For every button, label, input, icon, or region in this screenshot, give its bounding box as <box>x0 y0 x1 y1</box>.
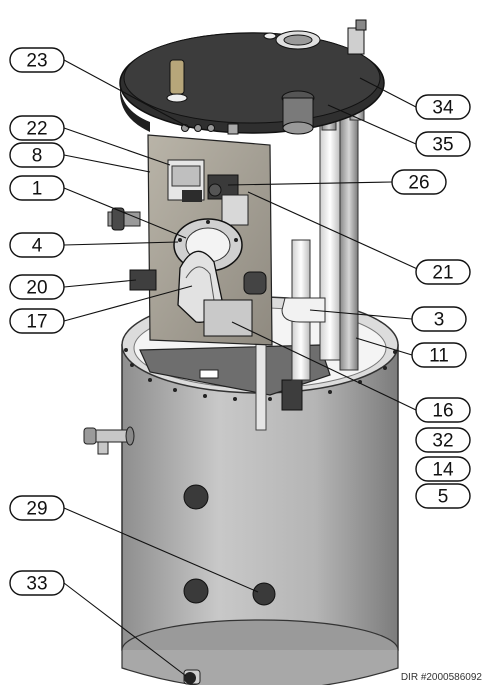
callout-bubble <box>411 306 467 332</box>
leader-lines <box>63 59 425 677</box>
callout-bubble <box>411 342 467 368</box>
callout-33: 33 <box>9 570 65 596</box>
callout-bubble <box>9 142 65 168</box>
upper-port-hole <box>183 484 209 510</box>
callout-bubble <box>415 427 471 453</box>
callout-21: 21 <box>415 259 471 285</box>
callout-bubble <box>9 308 65 334</box>
callout-bubble <box>415 456 471 482</box>
callout-34: 34 <box>415 94 471 120</box>
drain-valve <box>183 669 201 685</box>
callout-bubble <box>9 570 65 596</box>
callout-20: 20 <box>9 274 65 300</box>
callout-3: 3 <box>411 306 467 332</box>
callout-23: 23 <box>9 47 65 73</box>
tank-side-fitting <box>83 426 135 455</box>
callout-26: 26 <box>391 169 447 195</box>
callout-label: 29 <box>26 499 47 520</box>
callout-32: 32 <box>415 427 471 453</box>
callout-label: 33 <box>26 574 47 595</box>
lower-port-hole <box>183 578 209 604</box>
callout-35: 35 <box>415 131 471 157</box>
callout-5: 5 <box>415 483 471 509</box>
callout-label: 11 <box>429 346 449 367</box>
document-id: DIR #2000586092 <box>401 672 483 683</box>
callout-bubble <box>9 274 65 300</box>
callout-label: 3 <box>434 310 445 331</box>
callout-16: 16 <box>415 397 471 423</box>
callout-label: 14 <box>432 460 454 481</box>
callout-8: 8 <box>9 142 65 168</box>
callout-label: 23 <box>26 51 47 72</box>
callout-bubble <box>9 175 65 201</box>
callout-bubble <box>391 169 447 195</box>
callout-bubble <box>9 47 65 73</box>
callout-1: 1 <box>9 175 65 201</box>
callout-bubble <box>9 115 65 141</box>
callout-label: 22 <box>26 119 47 140</box>
callout-label: 32 <box>432 431 453 452</box>
callout-label: 21 <box>432 263 453 284</box>
callout-29: 29 <box>9 495 65 521</box>
callout-bubble <box>9 232 65 258</box>
callout-bubble <box>415 259 471 285</box>
callout-4: 4 <box>9 232 65 258</box>
callout-11: 11 <box>411 342 467 368</box>
callout-label: 35 <box>432 135 453 156</box>
blower-housing <box>177 250 267 337</box>
callout-bubble <box>9 495 65 521</box>
top-cover <box>119 19 385 135</box>
callout-bubble <box>415 483 471 509</box>
callout-label: 34 <box>432 98 454 119</box>
callout-label: 1 <box>32 179 43 200</box>
callout-label: 4 <box>32 236 43 257</box>
callout-17: 17 <box>9 308 65 334</box>
callout-bubble <box>415 94 471 120</box>
callout-bubble <box>415 131 471 157</box>
element-port-hole <box>252 582 276 606</box>
callout-label: 20 <box>26 278 47 299</box>
callout-label: 8 <box>32 146 43 167</box>
callout-label: 5 <box>438 487 449 508</box>
callout-label: 16 <box>432 401 453 422</box>
callout-14: 14 <box>415 456 471 482</box>
callout-label: 17 <box>26 312 47 333</box>
callout-label: 26 <box>408 173 429 194</box>
callout-22: 22 <box>9 115 65 141</box>
callout-bubble <box>415 397 471 423</box>
